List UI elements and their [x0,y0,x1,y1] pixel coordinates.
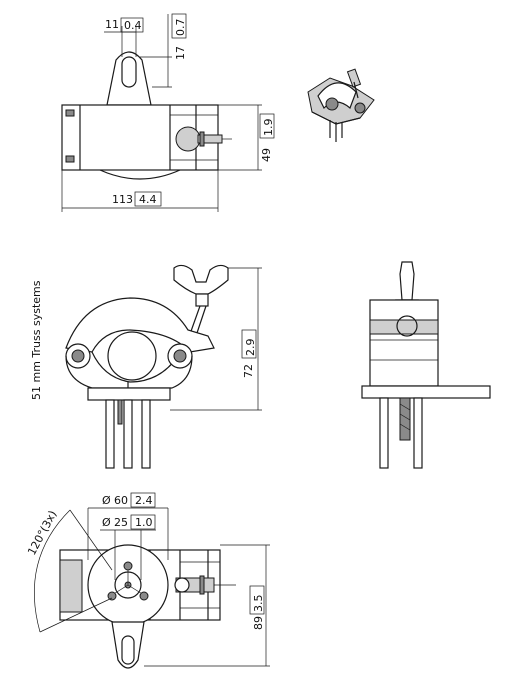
slot-width-in: 0.4 [124,19,142,32]
truss-circle [107,331,157,381]
tab-height-in: 0.7 [174,19,187,37]
slot-tab [106,51,152,106]
clamp-ring [65,297,215,353]
body-height-in: 1.9 [262,119,275,137]
inner-dia-mm: 25 [114,516,128,529]
outer-dia-in: 2.4 [135,494,153,507]
wing-nut [173,264,229,295]
clamp-height-in: 2.9 [244,339,257,357]
outer-dia-symbol: Ø [102,494,111,507]
side-body [369,299,439,387]
base-height-in: 3.5 [252,595,265,613]
inner-dia-symbol: Ø [102,516,111,529]
truss-label: 51 mm Truss systems [30,280,43,400]
bolt-head [175,126,201,152]
body-length-in: 4.4 [139,193,157,206]
inner-dia-in: 1.0 [135,516,153,529]
bottom-view: Ø 60 2.4 Ø 25 1.0 120°(3x) 89 3.5 [25,492,270,669]
base-plate [87,387,171,401]
corner-notch [65,155,75,163]
lock-bolt [173,349,187,363]
body-length-mm: 113 [112,193,133,206]
corner-notch [65,109,75,117]
pivot-bolt [71,349,85,363]
top-view: 11 0.4 17 0.7 49 1.9 113 4.4 [61,13,275,212]
side-view [361,261,491,469]
tab-height-mm: 17 [174,46,187,60]
clamp-height-mm: 72 [242,364,255,378]
slot-width-mm: 11 [105,18,119,31]
front-view: 72 2.9 51 mm Truss systems [30,264,262,469]
outer-dia-mm: 60 [114,494,128,507]
side-base-plate [361,385,491,399]
isometric-view [307,68,375,142]
bottom-tab [111,621,145,669]
slot-hole [121,56,137,88]
body-height-mm: 49 [260,148,273,162]
base-height-mm: 89 [252,616,265,630]
